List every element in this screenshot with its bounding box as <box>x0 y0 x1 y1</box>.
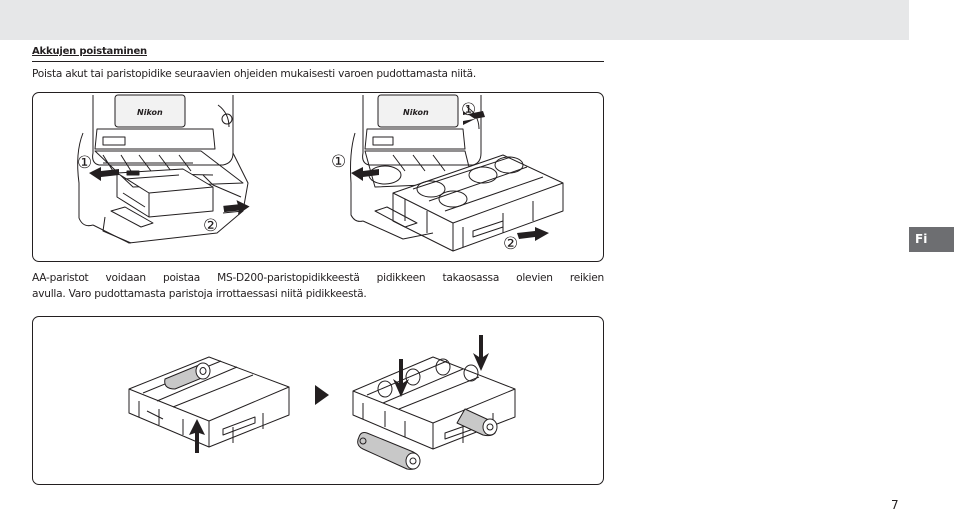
aa-removal-illustration <box>128 335 516 470</box>
step1-marker-left: ① <box>77 153 92 173</box>
arrow-left-step1 <box>89 167 119 181</box>
heading-rule <box>32 61 604 62</box>
push-shaft-left <box>195 433 199 451</box>
language-tab: Fi <box>909 227 954 252</box>
figure-battery-removal: Nikon Nikon ① ② ① ① ② <box>32 92 604 262</box>
step2-marker-left: ② <box>203 216 218 236</box>
play-triangle-icon <box>315 385 329 405</box>
direction-arrows <box>89 111 549 241</box>
push-down-arrow-right <box>473 335 489 371</box>
aa-battery-falling-2 <box>456 408 498 437</box>
battery-pack-left <box>116 168 214 218</box>
aa-battery-lifting-left <box>164 362 211 390</box>
holder-paragraph: AA-paristot voidaan poistaa MS-D200-pari… <box>32 270 604 302</box>
push-down-arrow-center <box>393 359 409 397</box>
page-number: 7 <box>891 498 899 512</box>
holder-paragraph-line1: AA-paristot voidaan poistaa MS-D200-pari… <box>32 272 604 284</box>
push-arrows <box>189 335 489 453</box>
battery-holder-right-2 <box>352 356 516 450</box>
section-heading: Akkujen poistaminen <box>32 46 147 57</box>
holder-paragraph-line2: avulla. Varo pudottamasta paristoja irro… <box>32 288 367 300</box>
step1-marker-right-top: ① <box>461 100 476 120</box>
header-band <box>0 0 909 40</box>
arrow-right-top <box>463 111 485 125</box>
battery-removal-illustration: Nikon Nikon ① ② ① ① ② <box>77 94 564 254</box>
camera-body-left <box>77 94 249 244</box>
step2-marker-right: ② <box>503 234 518 254</box>
nikon-logo-left: Nikon <box>137 108 163 117</box>
step1-marker-right-left: ① <box>331 152 346 172</box>
nikon-logo-right: Nikon <box>403 108 429 117</box>
figure-aa-removal <box>32 316 604 485</box>
intro-paragraph: Poista akut tai paristopidike seuraavien… <box>32 68 476 80</box>
arrow-right-step1 <box>351 167 379 181</box>
arrow-right-step2 <box>517 227 549 241</box>
battery-holder-right <box>392 154 564 252</box>
battery-holder-left <box>128 356 290 448</box>
arrow-left-step2 <box>223 200 250 215</box>
aa-battery-falling-1 <box>357 432 421 470</box>
